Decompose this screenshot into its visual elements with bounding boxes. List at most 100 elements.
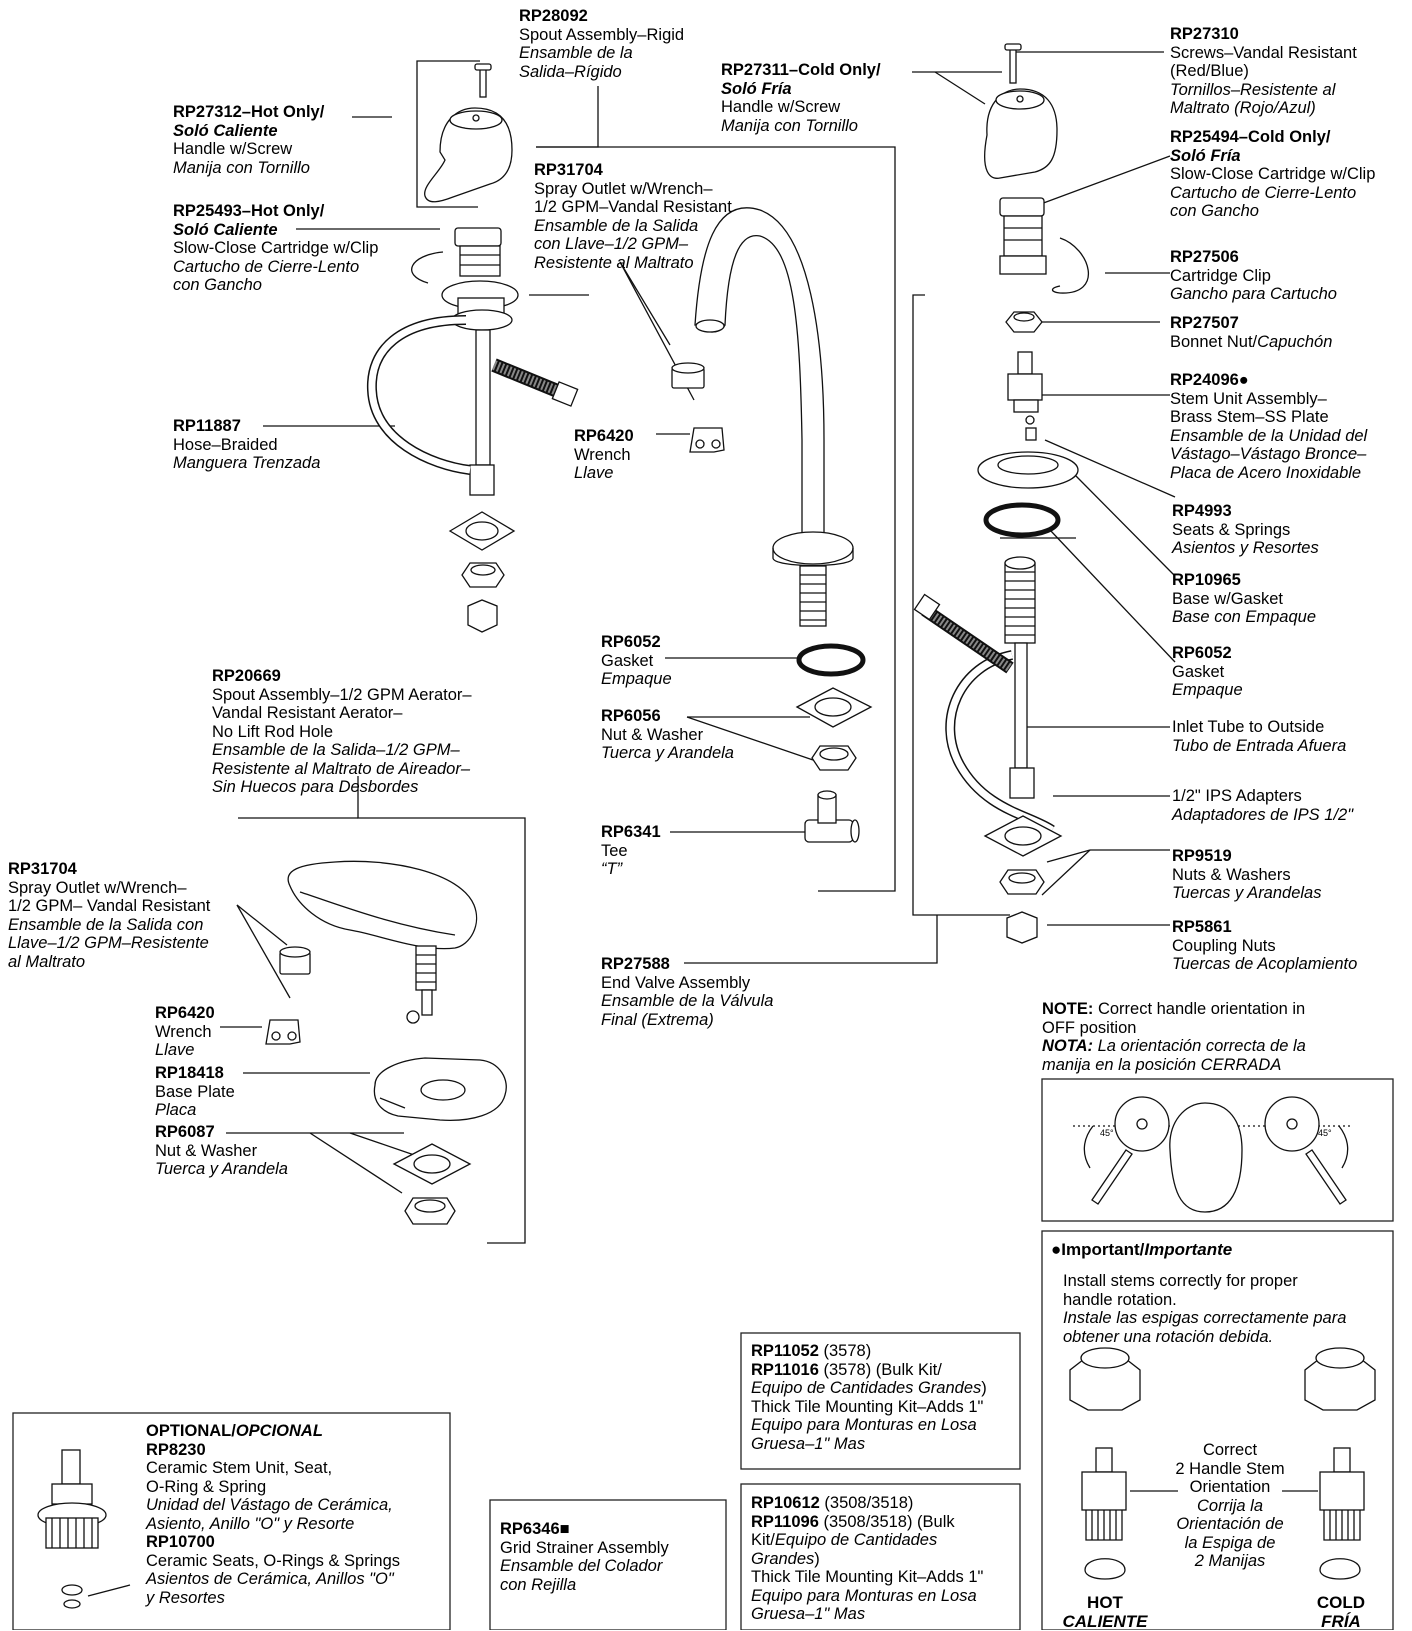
part-number: RP31704: [8, 860, 210, 879]
part-desc-es: Ensamble del Colador: [500, 1557, 669, 1576]
hot-en: HOT: [1060, 1594, 1150, 1613]
kit-model: (3578) (Bulk Kit/: [819, 1361, 942, 1379]
part-desc: No Lift Rod Hole: [212, 723, 472, 742]
part-desc-es: Ensamble de la Salida: [534, 217, 732, 236]
label-rp27506: RP27506 Cartridge Clip Gancho para Cartu…: [1170, 248, 1337, 304]
kit-part: RP11052: [751, 1342, 819, 1360]
part-desc-es: Adaptadores de IPS 1/2": [1172, 806, 1353, 825]
label-rp6052-gasket-right: RP6052 Gasket Empaque: [1172, 644, 1243, 700]
part-number: RP10965: [1172, 571, 1316, 590]
part-desc: Hose–Braided: [173, 436, 320, 455]
part-desc: Coupling Nuts: [1172, 937, 1357, 956]
part-desc: Grid Strainer Assembly: [500, 1539, 669, 1558]
part-desc-es: Sin Huecos para Desbordes: [212, 778, 472, 797]
part-number: RP6056: [601, 707, 734, 726]
part-desc-es: Resistente al Maltrato de Aireador–: [212, 760, 472, 779]
part-desc-es: Tuercas y Arandelas: [1172, 884, 1321, 903]
part-desc-es: Llave–1/2 GPM–Resistente: [8, 934, 210, 953]
label-rp20669: RP20669 Spout Assembly–1/2 GPM Aerator– …: [212, 667, 472, 797]
angle-left: 45°: [1100, 1128, 1114, 1138]
part-number: RP28092: [519, 7, 684, 26]
kit-es: Gruesa–1" Mas: [751, 1605, 983, 1624]
part-number: RP31704: [534, 161, 732, 180]
label-rp27311: RP27311–Cold Only/ Soló Fría Handle w/Sc…: [721, 61, 881, 135]
part-desc: Vandal Resistant Aerator–: [212, 704, 472, 723]
part-desc: 1/2" IPS Adapters: [1172, 787, 1353, 806]
important-line-es: Instale las espigas correctamente para: [1063, 1309, 1346, 1328]
part-number: RP24096●: [1170, 371, 1367, 390]
label-rp9519: RP9519 Nuts & Washers Tuercas y Arandela…: [1172, 847, 1321, 903]
label-ips-adapters: 1/2" IPS Adapters Adaptadores de IPS 1/2…: [1172, 787, 1353, 824]
label-rp4993: RP4993 Seats & Springs Asientos y Resort…: [1172, 502, 1319, 558]
label-rp18418: RP18418 Base Plate Placa: [155, 1064, 235, 1120]
part-number: RP6341: [601, 823, 661, 842]
part-desc: Nut & Washer: [601, 726, 734, 745]
part-desc: Stem Unit Assembly–: [1170, 390, 1367, 409]
label-rp11887: RP11887 Hose–Braided Manguera Trenzada: [173, 417, 320, 473]
kit-model: (3508/3518) (Bulk: [819, 1513, 955, 1531]
part-desc-es: Final (Extrema): [601, 1011, 773, 1030]
part-number: RP25494–Cold Only/: [1170, 128, 1375, 147]
kit-model: (3578): [819, 1342, 871, 1360]
part-desc: Nut & Washer: [155, 1142, 288, 1161]
part-desc-es: “T”: [601, 860, 661, 879]
caption-line-es: 2 Manijas: [1160, 1552, 1300, 1571]
optional-title-en: OPTIONAL/: [146, 1422, 236, 1440]
part-desc-es: Base con Empaque: [1172, 608, 1316, 627]
kit-line: Thick Tile Mounting Kit–Adds 1": [751, 1398, 987, 1417]
caption-line: 2 Handle Stem: [1160, 1460, 1300, 1479]
label-rp25494: RP25494–Cold Only/ Soló Fría Slow-Close …: [1170, 128, 1375, 221]
part-desc: Slow-Close Cartridge w/Clip: [173, 239, 378, 258]
part-number: RP27588: [601, 955, 773, 974]
part-desc-es: Empaque: [1172, 681, 1243, 700]
thick-tile-kit-3508: RP10612 (3508/3518) RP11096 (3508/3518) …: [751, 1494, 983, 1624]
hot-es: CALIENTE: [1060, 1613, 1150, 1631]
part-desc: Spray Outlet w/Wrench–: [534, 180, 732, 199]
part-number: RP27312–Hot Only/: [173, 103, 324, 122]
part-desc-es: Resistente al Maltrato: [534, 254, 732, 273]
part-desc-es: y Resortes: [146, 1589, 400, 1608]
thick-tile-kit-3578: RP11052 (3578) RP11016 (3578) (Bulk Kit/…: [751, 1342, 987, 1453]
caption-line: Orientation: [1160, 1478, 1300, 1497]
part-desc-es: Vástago–Vástago Bronce–: [1170, 445, 1367, 464]
part-sub: Soló Fría: [1170, 147, 1375, 166]
part-desc-es: Manija con Tornillo: [721, 117, 881, 136]
part-number: RP6052: [1172, 644, 1243, 663]
important-line: Install stems correctly for proper: [1063, 1272, 1346, 1291]
part-desc-es: Manija con Tornillo: [173, 159, 324, 178]
part-desc-es: Manguera Trenzada: [173, 454, 320, 473]
part-desc: 1/2 GPM–Vandal Resistant: [534, 198, 732, 217]
note-label: NOTE:: [1042, 1000, 1093, 1018]
kit-part: RP10612: [751, 1494, 820, 1512]
part-desc: Ceramic Seats, O-Rings & Springs: [146, 1552, 400, 1571]
label-rp6341: RP6341 Tee “T”: [601, 823, 661, 879]
part-desc: (Red/Blue): [1170, 62, 1357, 81]
caption-line-es: Corrija la: [1160, 1497, 1300, 1516]
hot-label: HOT CALIENTE: [1060, 1594, 1150, 1631]
label-rp6052-gasket: RP6052 Gasket Empaque: [601, 633, 672, 689]
part-desc-es: Ensamble de la: [519, 44, 684, 63]
part-desc-es: Asientos de Cerámica, Anillos "O": [146, 1570, 400, 1589]
part-number: RP9519: [1172, 847, 1321, 866]
part-desc-es: Tubo de Entrada Afuera: [1172, 737, 1346, 756]
kit-es: Equipo de Cantidades: [775, 1531, 937, 1549]
part-desc-es: Tuercas de Acoplamiento: [1172, 955, 1357, 974]
part-desc-es: Cartucho de Cierre-Lento: [1170, 184, 1375, 203]
label-rp27312: RP27312–Hot Only/ Soló Caliente Handle w…: [173, 103, 324, 177]
part-number: RP27506: [1170, 248, 1337, 267]
part-sub: Soló Fría: [721, 80, 881, 99]
note-line: NOTE: Correct handle orientation in: [1042, 1000, 1306, 1019]
kit-part: RP11016: [751, 1361, 819, 1379]
part-number: RP25493–Hot Only/: [173, 202, 378, 221]
label-rp6420-wrench: RP6420 Wrench Llave: [574, 427, 634, 483]
kit-es: Equipo para Monturas en Losa: [751, 1416, 987, 1435]
part-desc: Slow-Close Cartridge w/Clip: [1170, 165, 1375, 184]
grid-strainer-text: RP6346■ Grid Strainer Assembly Ensamble …: [500, 1520, 669, 1594]
label-rp27310: RP27310 Screws–Vandal Resistant (Red/Blu…: [1170, 25, 1357, 118]
part-desc-es: Llave: [155, 1041, 215, 1060]
part-number: RP20669: [212, 667, 472, 686]
kit-line: Thick Tile Mounting Kit–Adds 1": [751, 1568, 983, 1587]
part-desc-es: con Llave–1/2 GPM–: [534, 235, 732, 254]
optional-title-es: OPCIONAL: [236, 1422, 323, 1440]
important-line: handle rotation.: [1063, 1291, 1346, 1310]
